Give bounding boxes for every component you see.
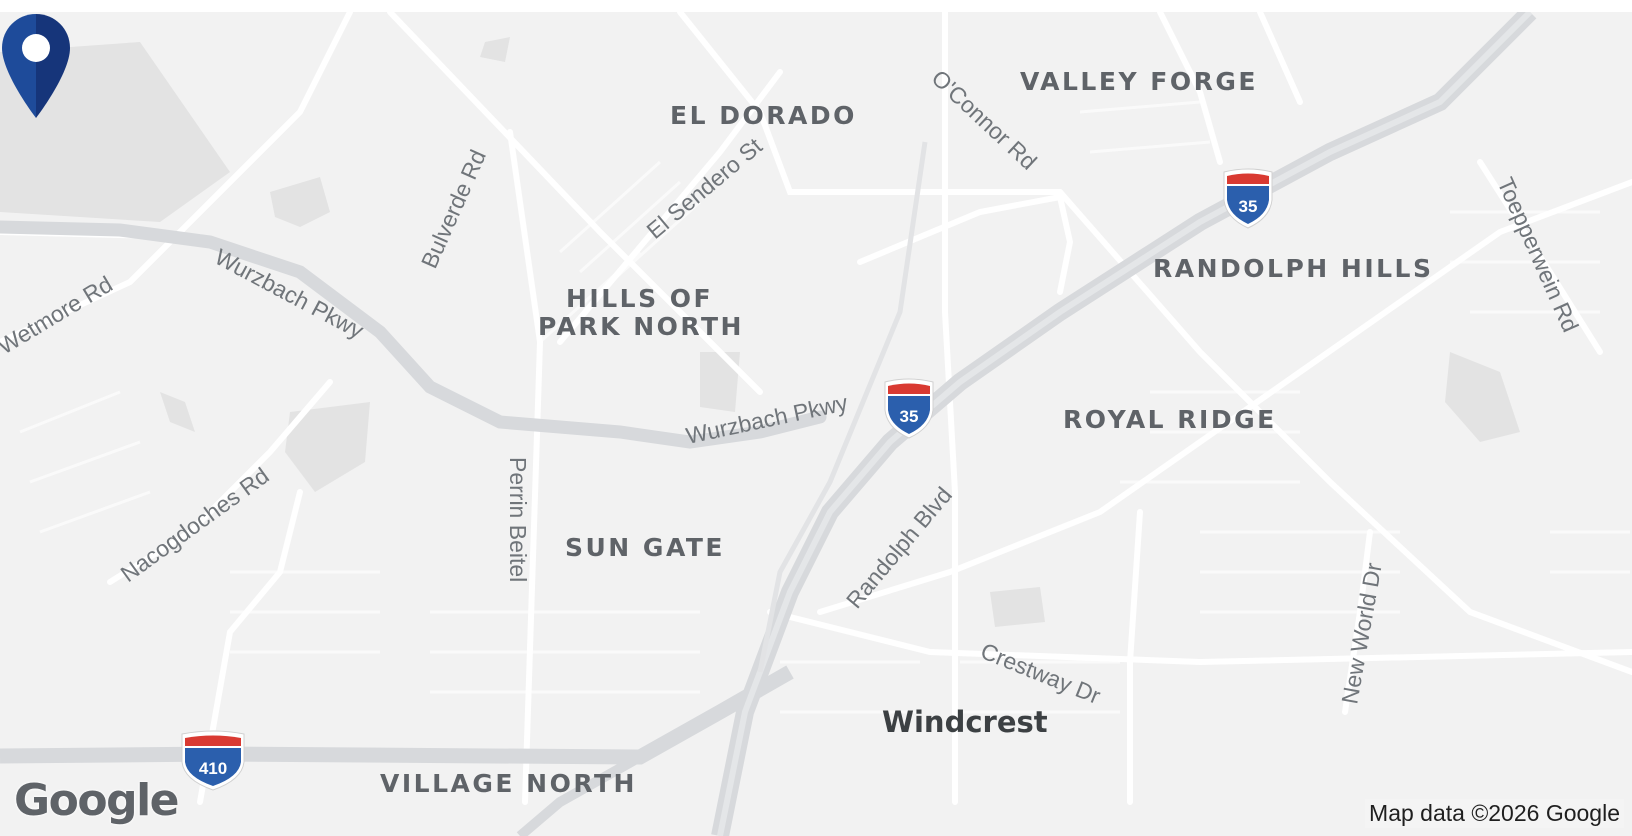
i410-shield-number: 410 [199,759,227,778]
map-canvas[interactable]: VALLEY FORGE EL DORADO RANDOLPH HILLS HI… [0,12,1632,836]
royal-ridge-label: ROYAL RIDGE [1063,405,1277,434]
map-attribution[interactable]: Map data ©2026 Google [1365,799,1624,828]
i35-road-center [717,12,1533,836]
el-dorado-label: EL DORADO [670,101,857,130]
nacogdoches-rd-label: Nacogdoches Rd [116,462,274,587]
land-areas [0,37,1520,627]
bulverde-rd-label: Bulverde Rd [416,146,491,272]
wurzbach-pkwy-west-label: Wurzbach Pkwy [211,243,369,343]
hills-of-park-north-line: HILLS OF [566,284,713,313]
map-pin-icon[interactable] [0,12,72,120]
village-north-label: VILLAGE NORTH [380,769,637,798]
i35-north-shield-number: 35 [1239,197,1258,216]
i35-north-shield: 35 [1223,168,1273,229]
randolph-hills-label: RANDOLPH HILLS [1153,254,1434,283]
i35-center-shield-number: 35 [900,407,919,426]
i410-road [0,665,794,765]
google-logo: Google [14,775,180,826]
i35-center-shield: 35 [884,378,934,439]
railway [757,141,928,673]
new-world-dr-label: New World Dr [1336,560,1386,705]
el-sendero-st-label: El Sendero St [642,132,768,244]
windcrest-city-label: Windcrest [882,705,1048,739]
i410-ramp [516,752,643,836]
perrin-beitel-label: Perrin Beitel [505,457,531,582]
wetmore-rd-label: Wetmore Rd [0,271,117,360]
i410-shield: 410 [181,730,245,791]
randolph-blvd-label: Randolph Blvd [841,482,957,613]
sun-gate-label: SUN GATE [565,533,725,562]
hills-of-park-north-line: PARK NORTH [538,312,744,341]
valley-forge-label: VALLEY FORGE [1020,67,1258,96]
street-grid [19,100,1630,714]
map-layer: VALLEY FORGE EL DORADO RANDOLPH HILLS HI… [0,12,1632,836]
crestway-dr-label: Crestway Dr [977,638,1104,710]
wurzbach-pkwy-road [0,220,827,449]
neighborhood-labels: VALLEY FORGE EL DORADO RANDOLPH HILLS HI… [380,67,1434,798]
